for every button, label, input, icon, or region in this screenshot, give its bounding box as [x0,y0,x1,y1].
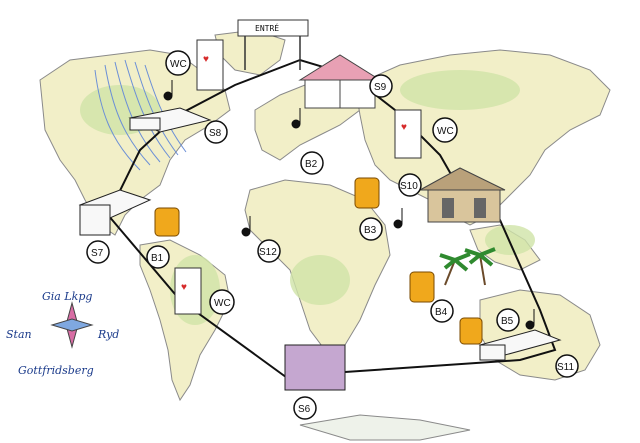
bar-b1-label: B1 [151,253,164,264]
wc-label-east: WC [437,126,454,137]
bar-b4-label: B4 [435,307,448,318]
wc-label-north: WC [170,59,187,70]
stage-s11-label: S11 [557,362,574,373]
beach-hut [419,167,506,223]
beer-mugs [154,177,483,345]
bar-b5-label: B5 [501,316,514,327]
palm-trees [439,247,496,286]
stage-s7-label: S7 [91,248,104,259]
circus-tent [298,54,382,109]
compass-east-label: Ryd [97,328,119,341]
entrance-sign-label: ENTRÉ [255,22,279,33]
stage-s9-label: S9 [374,82,387,93]
location-markers [86,50,579,420]
bar-b3-label: B3 [364,225,377,236]
greenland [214,29,286,76]
compass-west-label: Stan [6,328,32,341]
compass-rose [50,301,94,349]
wc-label-south: WC [214,298,231,309]
svg-text:♥: ♥ [401,122,407,133]
stage-s8-label: S8 [209,128,222,139]
toilet-huts: ♥ ♥ ♥ [174,39,422,315]
antarctica-edge [299,414,471,441]
compass-north-label: Gia Lkpg [42,290,92,303]
bar-b2-label: B2 [305,159,318,170]
stage-boxes [78,107,562,391]
compass-south-label: Gottfridsberg [18,364,94,377]
svg-text:♥: ♥ [181,282,187,293]
stage-s12-label: S12 [259,247,277,258]
svg-text:♥: ♥ [203,54,209,65]
stage-s10-label: S10 [400,181,418,192]
music-notes [163,80,535,330]
entrance-sign: ENTRÉ [237,19,309,70]
stage-s6-label: S6 [298,404,311,415]
